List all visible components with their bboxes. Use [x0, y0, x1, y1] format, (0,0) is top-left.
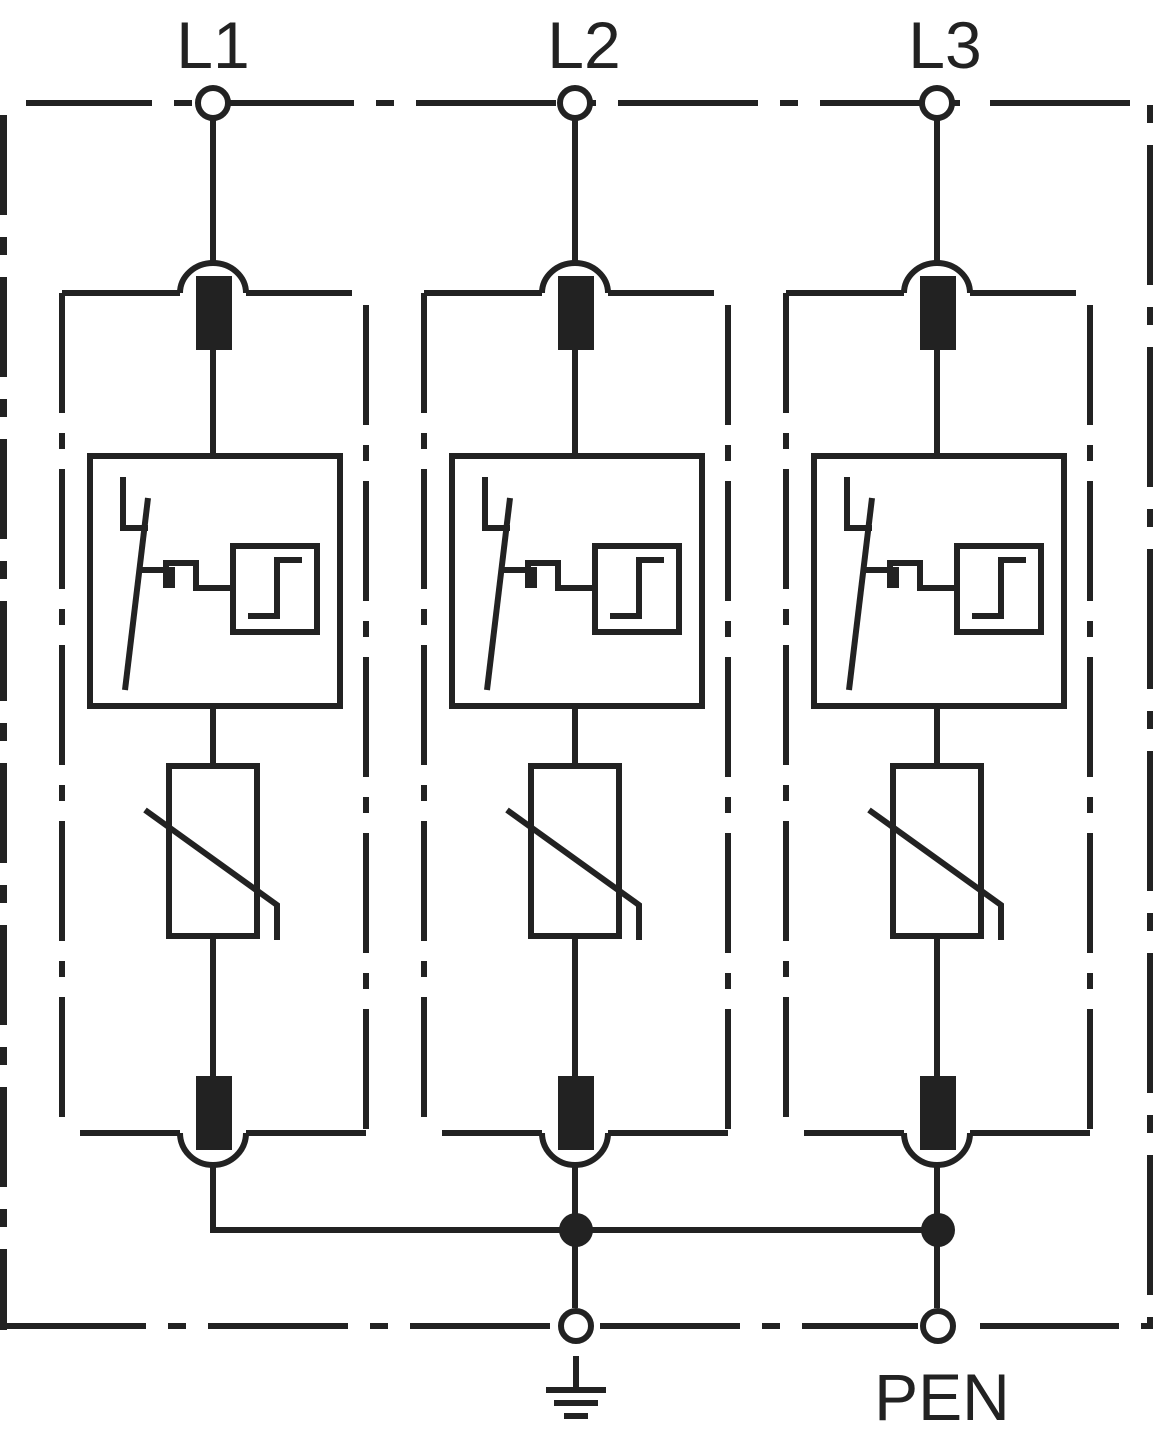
- junction-dot-2: [921, 1213, 955, 1247]
- label-l2: L2: [547, 8, 620, 82]
- thermal-disconnector-symbol: [120, 477, 320, 691]
- varistor: [166, 763, 260, 939]
- module-l2: [421, 118, 731, 1308]
- label-pen: PEN: [874, 1360, 1010, 1434]
- connector-block-bottom: [196, 1076, 232, 1150]
- terminal-l3-circle: [919, 85, 955, 121]
- module-l1: [59, 118, 576, 1233]
- label-l3: L3: [908, 8, 981, 82]
- junction-dot-1: [559, 1213, 593, 1247]
- outer-enclosure: [0, 100, 1153, 1330]
- module-l3: [783, 118, 1093, 1308]
- earth-ground-icon: [546, 1356, 606, 1419]
- terminal-l2-circle: [557, 85, 593, 121]
- label-l1: L1: [176, 8, 249, 82]
- varistor-slash: [143, 807, 280, 940]
- terminal-arch-bottom: [177, 1132, 249, 1168]
- terminal-earth-circle: [558, 1308, 594, 1344]
- terminal-l1-circle: [195, 85, 231, 121]
- connector-block-top: [196, 276, 232, 350]
- terminal-arch-top: [177, 260, 249, 294]
- terminal-pen-circle: [920, 1308, 956, 1344]
